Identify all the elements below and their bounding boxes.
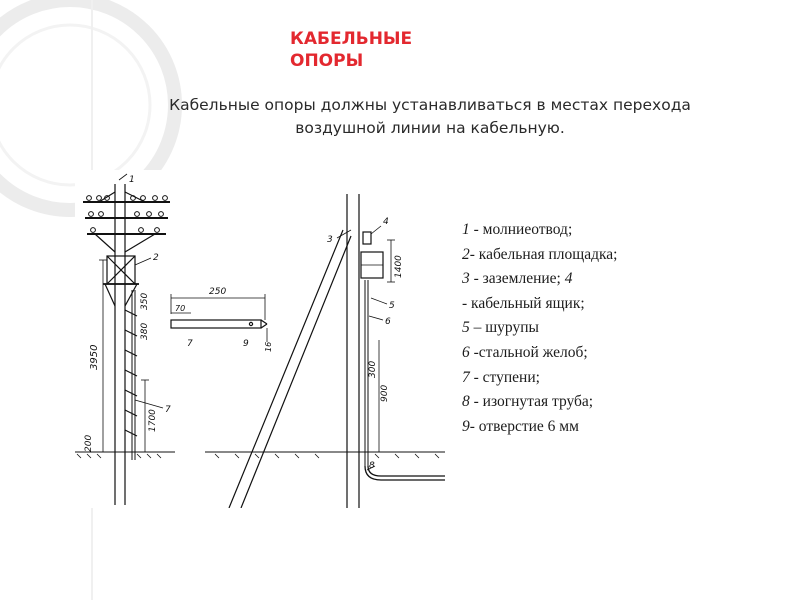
legend-num: 6 <box>462 343 470 361</box>
callout-1: 1 <box>129 175 135 185</box>
legend-item: 2- кабельная площадка; <box>462 243 762 268</box>
legend-item: 8 - изогнутая труба; <box>462 390 762 415</box>
legend-text: - кабельный ящик; <box>462 294 585 312</box>
legend-item: 5 – шурупы <box>462 316 762 341</box>
legend-num: 5 <box>462 319 470 337</box>
legend-item: 3 - заземление; 4 <box>462 267 762 292</box>
legend-text: - изогнутая труба; <box>469 393 594 411</box>
callout-3: 3 <box>327 235 333 245</box>
legend-num: 3 <box>462 270 470 288</box>
legend-item: 1 - молниеотвод; <box>462 218 762 243</box>
callout-6: 6 <box>385 317 391 327</box>
legend-text: -стальной желоб; <box>469 343 588 361</box>
legend-text: - заземление; <box>469 270 565 288</box>
legend-item: - кабельный ящик; <box>462 292 762 317</box>
dim-3950: 3950 <box>89 345 100 370</box>
subtitle-line-1: Кабельные опоры должны устанавливаться в… <box>169 96 691 114</box>
legend-num: 8 <box>462 393 470 411</box>
subtitle-line-2: воздушной линии на кабельную. <box>295 119 565 137</box>
right-pole-elevation <box>205 194 445 508</box>
legend-item: 9- отверстие 6 мм <box>462 415 762 440</box>
dim-900: 900 <box>380 385 390 402</box>
callout-5: 5 <box>389 301 395 311</box>
dim-200: 200 <box>84 435 94 452</box>
slide-subtitle: Кабельные опоры должны устанавливаться в… <box>150 94 710 140</box>
dim-380: 380 <box>140 323 150 340</box>
legend-text: – шурупы <box>469 319 539 337</box>
legend: 1 - молниеотвод; 2- кабельная площадка; … <box>462 218 762 439</box>
step-detail <box>170 294 268 342</box>
legend-item: 6 -стальной желоб; <box>462 341 762 366</box>
dim-350: 350 <box>140 293 150 310</box>
drawing-svg: 1 2 7 3950 200 1700 350 380 250 70 7 9 1… <box>75 173 445 508</box>
legend-num: 4 <box>564 270 573 288</box>
callout-4: 4 <box>383 217 389 227</box>
slide-title: КАБЕЛЬНЫЕ ОПОРЫ <box>290 28 490 72</box>
legend-num: 7 <box>462 368 470 386</box>
callout-8: 8 <box>369 461 375 471</box>
callout-2: 2 <box>153 253 159 263</box>
dim-1700: 1700 <box>148 409 158 432</box>
callout-7-detail: 7 <box>187 339 193 349</box>
callout-9: 9 <box>243 339 249 349</box>
legend-num: 2 <box>462 245 470 263</box>
title-line-1: КАБЕЛЬНЫЕ <box>290 29 413 49</box>
dim-16: 16 <box>264 342 273 352</box>
dim-70: 70 <box>175 304 185 313</box>
dim-300: 300 <box>368 361 378 378</box>
cable-pole-drawing: 1 2 7 3950 200 1700 350 380 250 70 7 9 1… <box>75 170 455 508</box>
legend-item: 7 - ступени; <box>462 366 762 391</box>
callout-7-left: 7 <box>165 405 171 415</box>
legend-text: - ступени; <box>469 368 540 386</box>
dim-250: 250 <box>209 287 226 297</box>
legend-num: 9 <box>462 417 470 435</box>
dim-1400: 1400 <box>394 255 404 278</box>
legend-text: - отверстие 6 мм <box>469 417 579 435</box>
legend-num: 1 <box>462 221 470 238</box>
left-pole-elevation <box>75 173 175 505</box>
legend-text: - кабельная площадка; <box>469 245 618 263</box>
legend-text: - молниеотвод; <box>469 221 573 238</box>
title-line-2: ОПОРЫ <box>290 51 364 71</box>
